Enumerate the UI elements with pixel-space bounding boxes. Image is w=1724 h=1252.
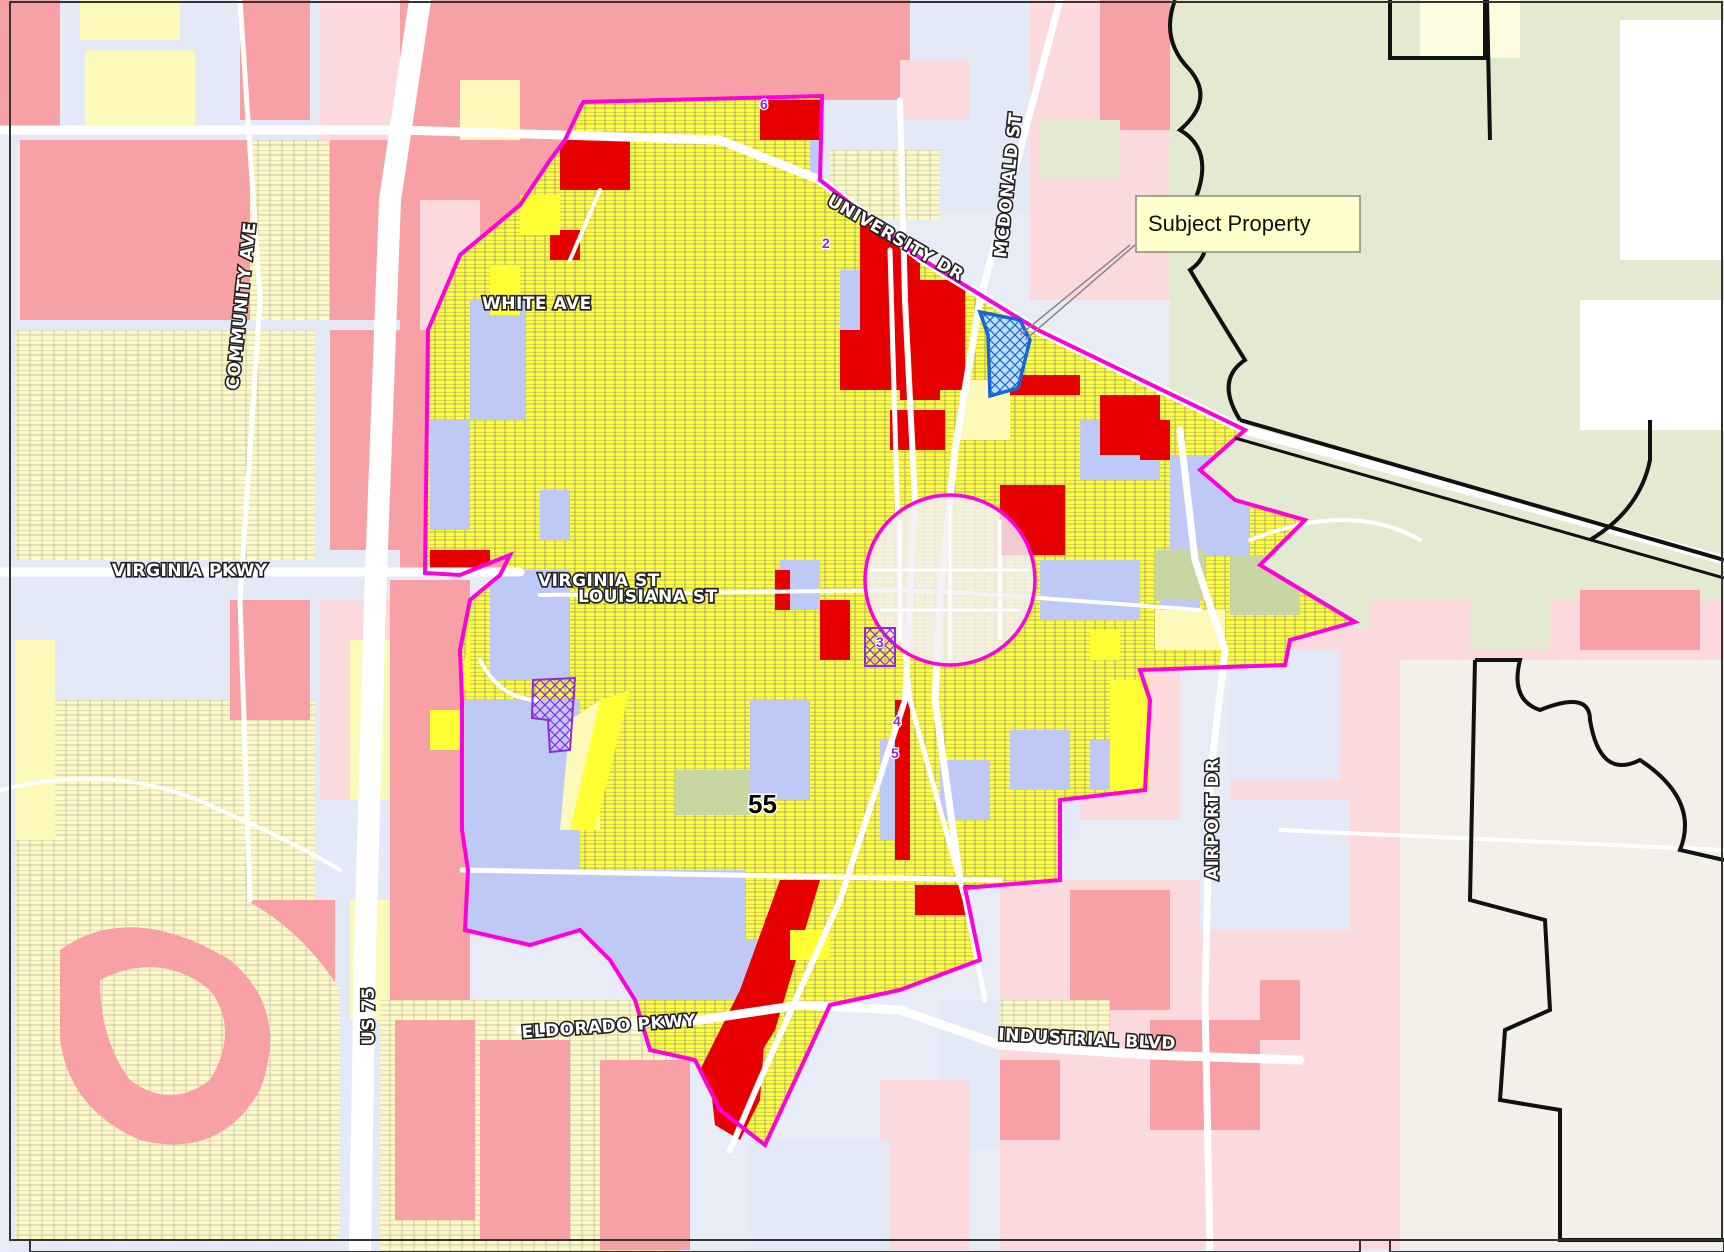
area-number-label: 55 <box>748 789 777 819</box>
marker-parcel-3[interactable] <box>864 627 896 667</box>
marker-parcel-west[interactable] <box>530 676 577 754</box>
marker-4[interactable]: 4 <box>892 712 903 731</box>
marker-2[interactable]: 2 <box>821 234 832 253</box>
road-label-us75: US 75 <box>359 987 379 1045</box>
road-label-airport: AIRPORT DR <box>1203 758 1223 880</box>
marker-3[interactable]: 3 <box>875 633 886 652</box>
marker-6[interactable]: 6 <box>759 95 770 114</box>
road-label-louisiana: LOUISIANA ST <box>578 587 718 607</box>
study-area-boundary[interactable] <box>422 93 1361 1149</box>
marker-5[interactable]: 5 <box>890 744 901 763</box>
road-label-virginia-st: VIRGINIA ST <box>538 571 660 591</box>
road-label-white: WHITE AVE <box>482 294 592 314</box>
callout-leader <box>1019 244 1131 336</box>
road-label-virginia-pkwy: VIRGINIA PKWY <box>112 561 268 581</box>
callout-box[interactable] <box>1135 195 1361 253</box>
callout-label: Subject Property <box>1148 211 1311 236</box>
